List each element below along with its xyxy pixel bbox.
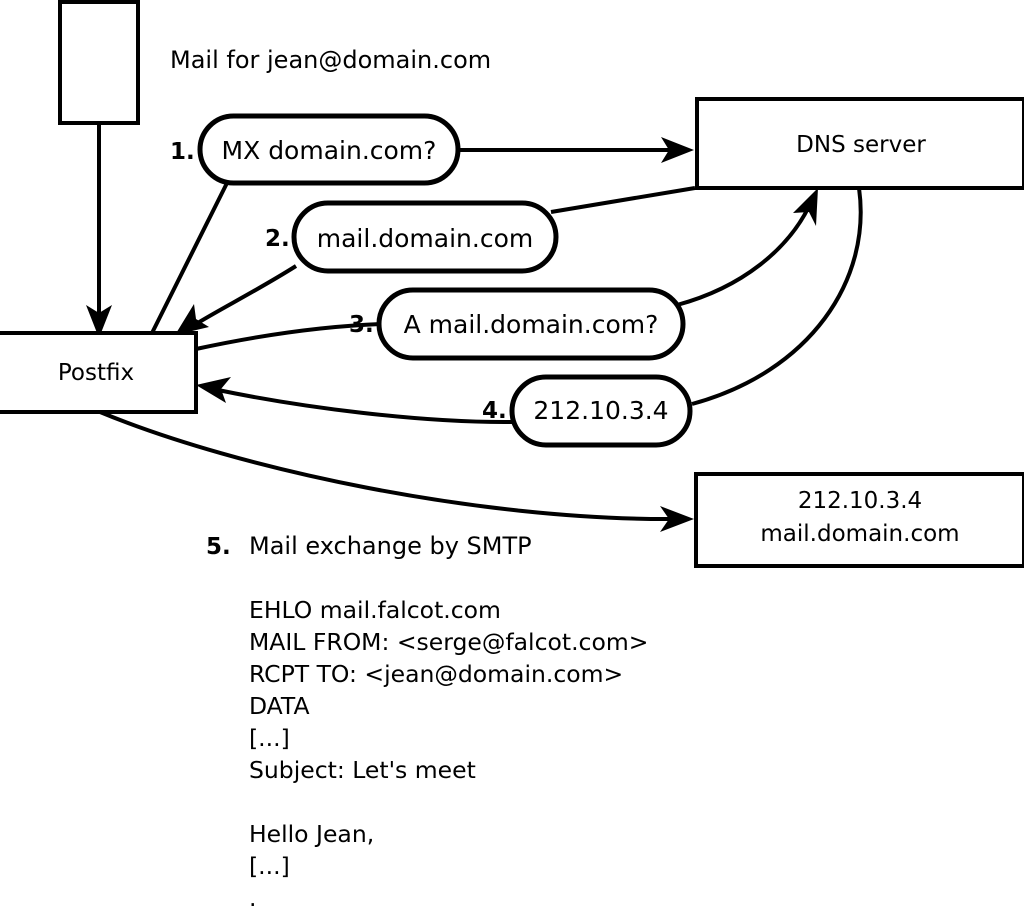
edge-postfix-to-step3 xyxy=(195,322,382,351)
step-4-bubble[interactable] xyxy=(509,374,693,448)
node-dns-box[interactable] xyxy=(695,97,1024,190)
node-target-box[interactable] xyxy=(694,472,1024,568)
step-1-group[interactable]: 1. MX domain.com? xyxy=(170,113,461,186)
node-postfix-label: Postfix xyxy=(58,360,134,386)
smtp-transcript: EHLO mail.falcot.com MAIL FROM: <serge@f… xyxy=(249,596,649,912)
step-1-bubble[interactable] xyxy=(197,113,461,186)
node-target-ip: 212.10.3.4 xyxy=(798,488,922,514)
edge-postfix-to-target xyxy=(99,410,694,532)
edge-step2-to-postfix xyxy=(175,264,298,335)
step-3-label: A mail.domain.com? xyxy=(404,310,659,339)
step-3-group[interactable]: 3. A mail.domain.com? xyxy=(349,287,686,361)
edge-dns-to-step2 xyxy=(550,186,696,214)
caption-mail-for: Mail for jean@domain.com xyxy=(170,46,491,74)
step-1-number: 1. xyxy=(170,139,195,165)
node-postfix-box[interactable] xyxy=(0,331,198,414)
step-4-label: 212.10.3.4 xyxy=(533,396,668,425)
step-2-number: 2. xyxy=(265,226,290,252)
step-2-label: mail.domain.com xyxy=(317,224,533,253)
step-3-bubble[interactable] xyxy=(376,287,686,361)
step-2-bubble[interactable] xyxy=(291,200,559,274)
step-1-label: MX domain.com? xyxy=(222,136,437,165)
step-3-number: 3. xyxy=(349,312,374,338)
node-dns-label: DNS server xyxy=(796,132,926,158)
step-4-group[interactable]: 4. 212.10.3.4 xyxy=(482,374,693,448)
node-client-box[interactable] xyxy=(58,0,140,125)
edge-client-to-postfix xyxy=(86,123,112,338)
step-4-number: 4. xyxy=(482,398,507,424)
edge-step4-to-postfix xyxy=(196,377,514,425)
step-5-label: Mail exchange by SMTP xyxy=(249,532,532,560)
step-2-group[interactable]: 2. mail.domain.com xyxy=(265,200,559,274)
edge-step3-to-dns xyxy=(676,188,818,307)
edge-step1-to-dns xyxy=(458,137,694,163)
edge-dns-to-step4 xyxy=(691,187,863,406)
step-5-number: 5. xyxy=(206,534,231,560)
edge-step1-tail xyxy=(150,180,230,334)
node-target-host: mail.domain.com xyxy=(760,521,959,547)
